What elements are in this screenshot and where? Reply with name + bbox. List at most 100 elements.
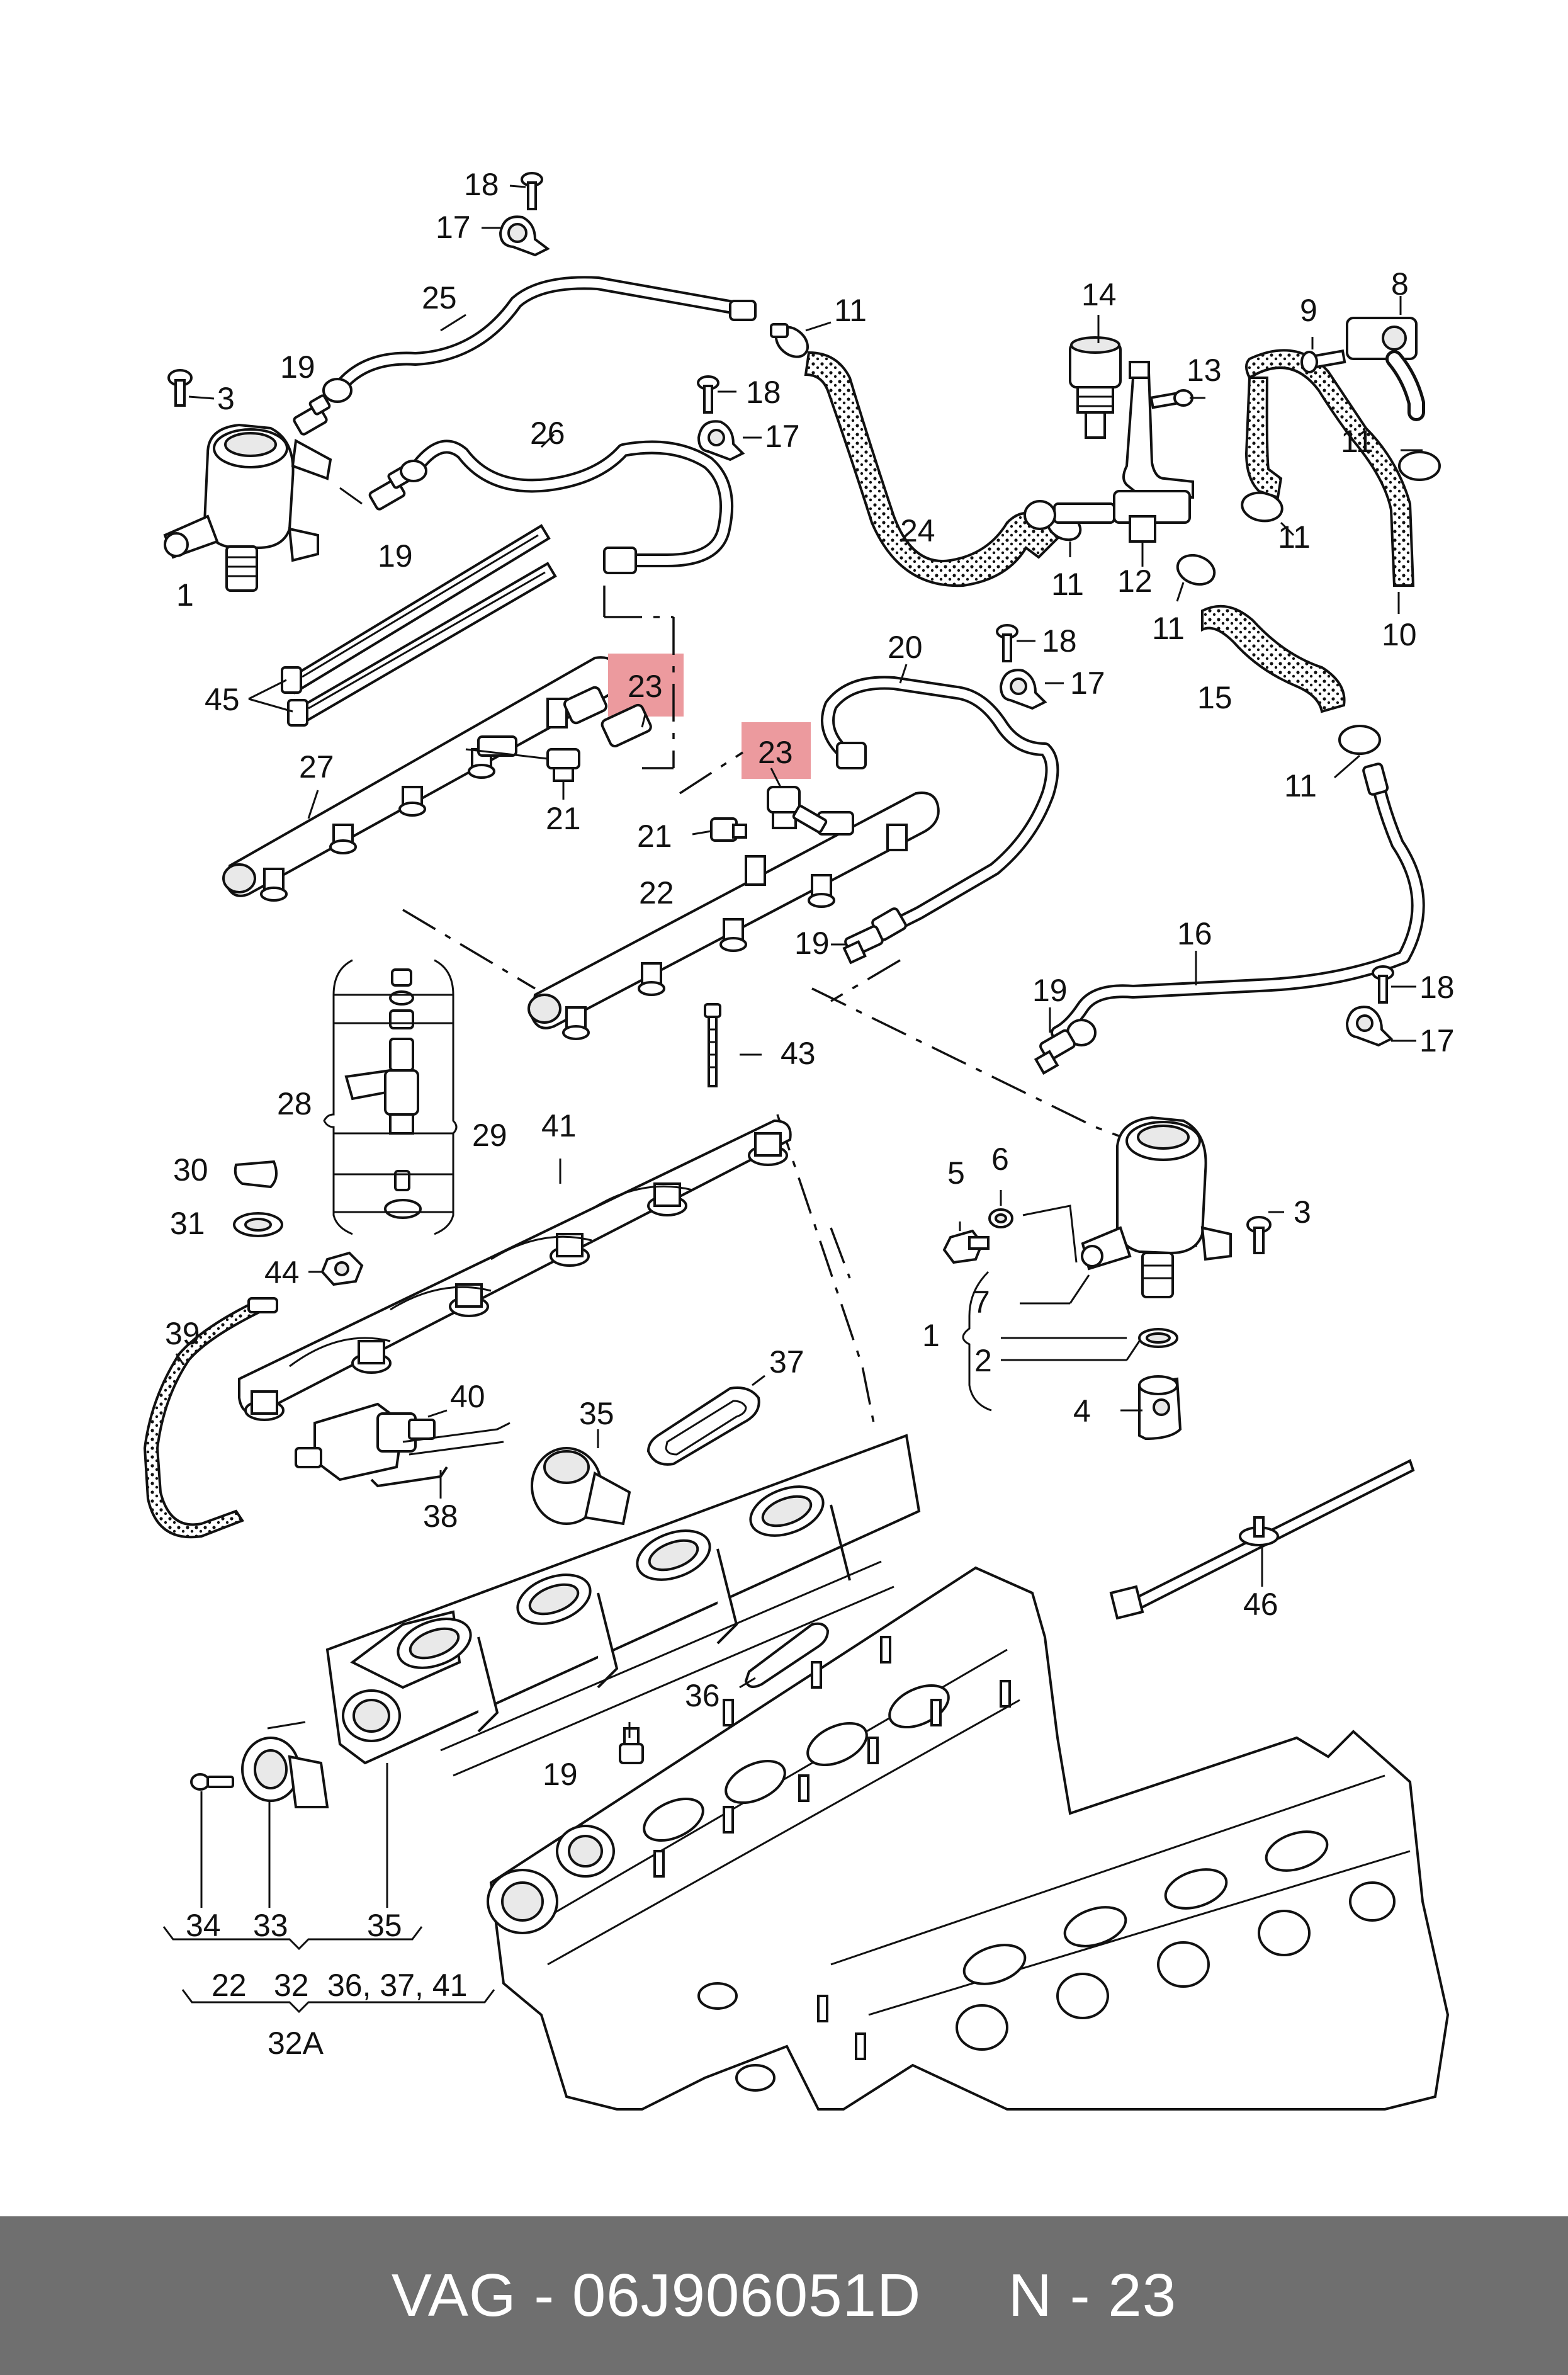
gasket-37: [646, 1386, 760, 1466]
callout: 32: [274, 1968, 309, 2003]
callout: 22: [212, 1968, 247, 2003]
hose-clamp-11-hose15: [1338, 725, 1381, 755]
ring-31: [233, 1212, 283, 1237]
washer-6: [988, 1208, 1013, 1228]
clip-30: [234, 1160, 278, 1189]
fuel-hose-10: [1245, 349, 1415, 587]
callout: 31: [170, 1206, 205, 1241]
callout: 46: [1243, 1587, 1278, 1622]
cylinder-head: [487, 1566, 1450, 2111]
callout: 11: [1278, 519, 1311, 555]
callout: 17: [1419, 1023, 1455, 1058]
callout: 11: [1341, 424, 1373, 459]
clamp-17-upper-mid: [697, 420, 745, 462]
callout: 18: [746, 375, 781, 410]
fuel-pipe-26: [409, 439, 734, 567]
callout-labels: 18 17 25 11 14 13 9 8 3 19 18 17 26 11 1…: [165, 167, 1455, 2061]
bracket-13: [1122, 361, 1194, 499]
highlight-23-left: [608, 654, 684, 717]
callout: 14: [1081, 277, 1117, 312]
bolt-3-left: [167, 369, 193, 407]
callout: 43: [781, 1036, 816, 1071]
callout: 25: [422, 280, 457, 315]
callout: 11: [1152, 611, 1185, 646]
callout: 35: [367, 1908, 402, 1943]
callout: 40: [450, 1379, 485, 1414]
callout: 2: [974, 1343, 992, 1378]
roller-tappet-4: [1138, 1375, 1182, 1441]
clamp-17-top: [499, 215, 550, 257]
callout: 13: [1187, 353, 1222, 388]
fuel-hose-15: [1201, 604, 1346, 713]
callout: 1: [922, 1318, 940, 1353]
callout: 22: [639, 875, 674, 910]
callout: 23: [628, 669, 663, 704]
part-number-caption: VAG - 06J906051D N - 23: [391, 2262, 1177, 2329]
hose-clamp-11-far-right: [1398, 451, 1441, 481]
callout: 17: [765, 419, 800, 454]
union-19-d: [1034, 1029, 1076, 1075]
callout: 39: [165, 1316, 200, 1351]
callout: 11: [1051, 567, 1084, 602]
gasket-36: [744, 1622, 830, 1688]
o-ring-2: [1138, 1328, 1178, 1348]
callout: 36, 37, 41: [327, 1968, 467, 2003]
fuel-hose-24: [804, 351, 1059, 587]
nut-44: [320, 1251, 364, 1286]
callout: 30: [173, 1152, 208, 1188]
pressure-sensor-23-right: [767, 786, 828, 834]
callout: 19: [280, 349, 315, 385]
pressure-sensor-23-left: [563, 686, 652, 748]
callout: 9: [1300, 293, 1317, 328]
callout: 23: [758, 735, 793, 770]
bolt-18-top: [521, 172, 543, 210]
parts-diagram: 18 17 25 11 14 13 9 8 3 19 18 17 26 11 1…: [143, 167, 1455, 2111]
callout: 5: [947, 1155, 965, 1191]
cable-tie-46: [1109, 1459, 1415, 1620]
callout: 20: [888, 630, 923, 665]
callout: 45: [205, 682, 240, 717]
callout: 19: [1032, 973, 1068, 1008]
callout: 15: [1197, 680, 1232, 715]
callout: 29: [472, 1118, 507, 1153]
callout: 3: [1294, 1194, 1311, 1230]
callout: 4: [1073, 1393, 1091, 1429]
high-pressure-pump-right: [1081, 1116, 1232, 1298]
callout: 38: [423, 1499, 458, 1534]
callout: 18: [1042, 623, 1077, 659]
bolt-18-right: [1372, 965, 1394, 1004]
throttle-actuator: [531, 1447, 631, 1526]
fuel-rail-22: [527, 791, 940, 1040]
bolt-34: [190, 1773, 234, 1791]
callout: 28: [277, 1086, 312, 1121]
high-pressure-pump-left: [163, 423, 332, 592]
footer-bar: VAG - 06J906051D N - 23: [0, 2216, 1568, 2375]
callout: 18: [1419, 970, 1455, 1005]
callout: 3: [217, 381, 235, 416]
callout: 8: [1391, 266, 1409, 302]
callout: 36: [685, 1678, 720, 1713]
injector-bracket-41: [238, 1119, 792, 1421]
bolt-13: [1149, 389, 1193, 409]
bolt-5: [942, 1229, 990, 1264]
union-19-c: [842, 925, 884, 965]
callout: 7: [973, 1284, 990, 1320]
hose-clamp-11-top: [770, 323, 809, 358]
fuel-pipe-20: [821, 676, 1059, 932]
union-19-a: [293, 394, 331, 436]
vacuum-hose-39: [143, 1301, 260, 1539]
callout: 17: [1070, 666, 1105, 701]
intake-manifold-35: [325, 1434, 921, 1777]
sensor-33: [241, 1737, 329, 1808]
tie-straps-45: [281, 524, 557, 727]
callout: 6: [991, 1142, 1009, 1177]
bolt-18-mid: [996, 624, 1018, 662]
callout: 21: [546, 801, 581, 836]
callout: 11: [1284, 768, 1317, 803]
injector-28-29: [344, 968, 422, 1219]
clamp-17-right: [1345, 1006, 1394, 1047]
bolt-43: [704, 1003, 721, 1087]
callout: 18: [464, 167, 499, 202]
callout: 17: [436, 210, 471, 245]
callout: 26: [530, 416, 565, 451]
